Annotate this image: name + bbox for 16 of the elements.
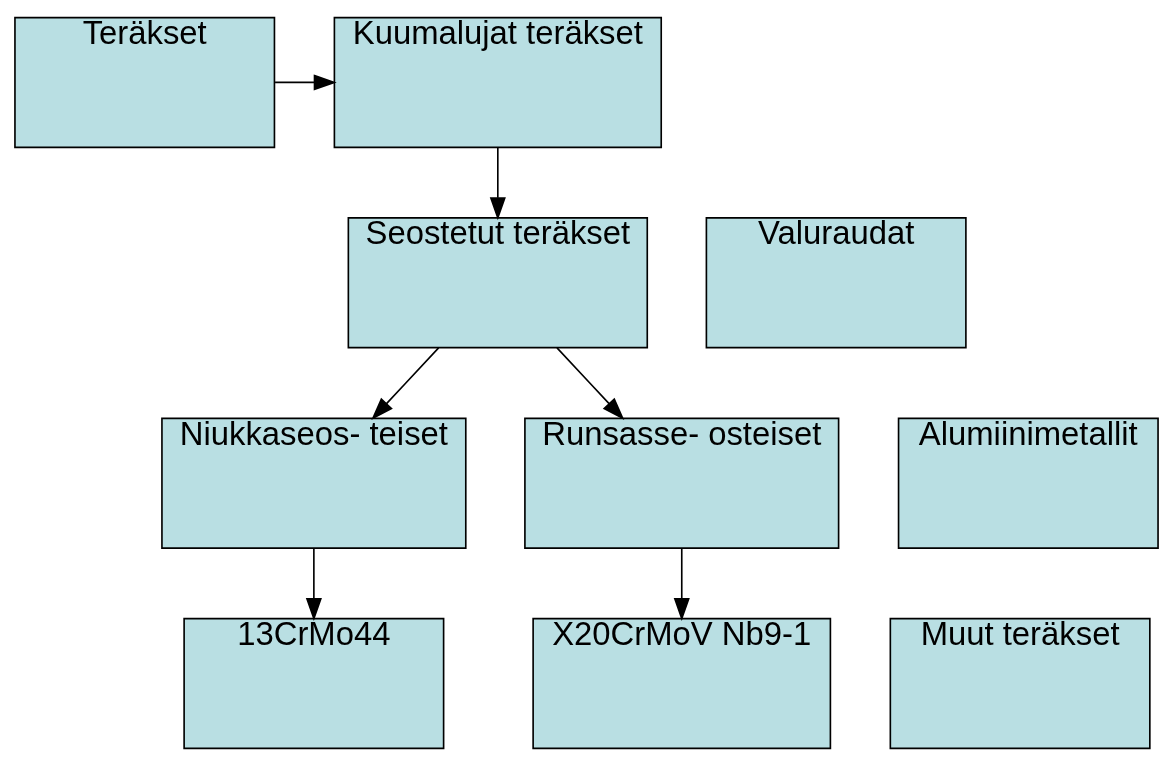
node-box: Valuraudat (705, 216, 967, 348)
node-box: 13CrMo44 (183, 617, 445, 749)
arrow (556, 346, 625, 420)
arrow (489, 146, 506, 220)
node-box: Kuumalujat teräkset (333, 16, 663, 148)
node-box: Seostetut teräkset (347, 216, 649, 348)
node-box: Niukkaseos- teiset (161, 417, 467, 549)
arrow (274, 73, 337, 90)
node-box: X20CrMoV Nb9-1 (532, 617, 832, 749)
node-box: Teräkset (14, 16, 276, 148)
node-box: Runsasse- osteiset (524, 417, 840, 549)
arrow (673, 546, 690, 621)
node-box: Alumiinimetallit (897, 417, 1159, 549)
arrow (305, 546, 322, 621)
arrow (371, 346, 440, 420)
node-box: Muut teräkset (889, 617, 1151, 749)
